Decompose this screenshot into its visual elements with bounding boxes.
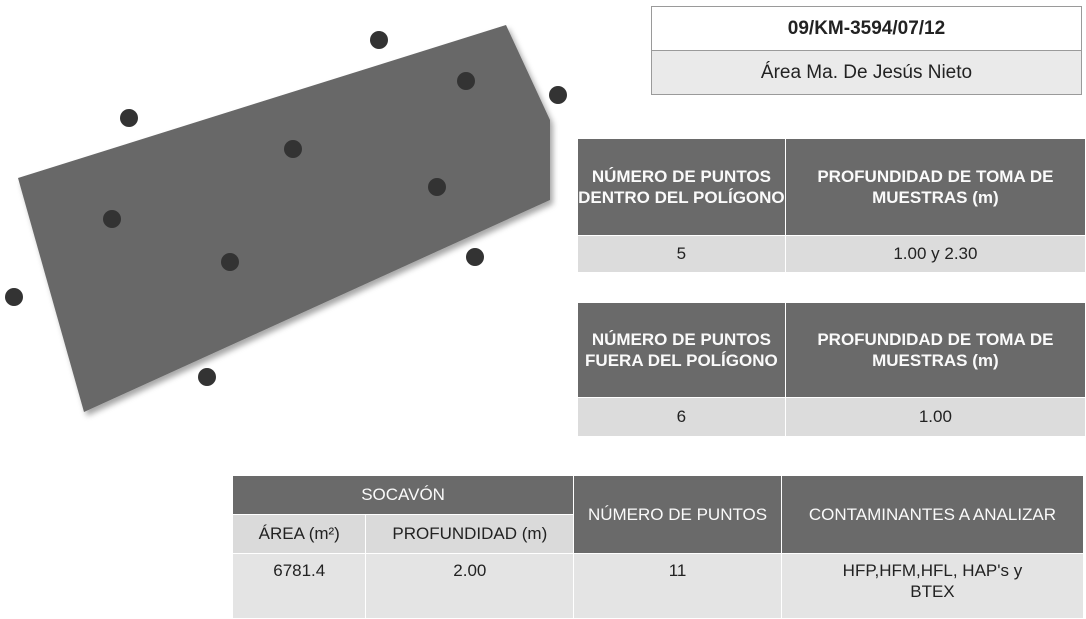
inside-points-table: NÚMERO DE PUNTOS DENTRO DEL POLÍGONO PRO… <box>577 138 1086 273</box>
site-area-name: Área Ma. De Jesús Nieto <box>652 51 1081 94</box>
socavon-points-value: 11 <box>573 553 782 619</box>
polygon-diagram <box>5 25 567 412</box>
site-header: 09/KM-3594/07/12 Área Ma. De Jesús Nieto <box>651 6 1082 95</box>
inside-depth-value: 1.00 y 2.30 <box>784 235 1086 273</box>
outside-points-header: NÚMERO DE PUNTOS FUERA DEL POLÍGONO <box>577 302 786 398</box>
sample-point-outside <box>466 248 484 266</box>
outside-points-table: NÚMERO DE PUNTOS FUERA DEL POLÍGONO PROF… <box>577 302 1086 437</box>
socavon-points-header: NÚMERO DE PUNTOS <box>573 475 782 554</box>
sample-point-outside <box>198 368 216 386</box>
inside-depth-header: PROFUNDIDAD DE TOMA DE MUESTRAS (m) <box>784 138 1086 236</box>
site-code: 09/KM-3594/07/12 <box>652 7 1081 51</box>
socavon-header: SOCAVÓN <box>231 475 575 515</box>
socavon-contaminants-header: CONTAMINANTES A ANALIZAR <box>780 475 1085 554</box>
sample-point-outside <box>549 86 567 104</box>
sample-point-outside <box>5 288 23 306</box>
sample-point-inside <box>221 253 239 271</box>
inside-points-value: 5 <box>577 235 786 273</box>
sample-point-inside <box>103 210 121 228</box>
outside-depth-header: PROFUNDIDAD DE TOMA DE MUESTRAS (m) <box>784 302 1086 398</box>
outside-depth-value: 1.00 <box>784 397 1086 437</box>
outside-points-value: 6 <box>577 397 786 437</box>
socavon-depth-header: PROFUNDIDAD (m) <box>365 514 575 554</box>
socavon-table: SOCAVÓN NÚMERO DE PUNTOS CONTAMINANTES A… <box>231 475 1085 619</box>
sample-point-inside <box>457 72 475 90</box>
socavon-depth-value: 2.00 <box>365 553 575 619</box>
inside-points-header: NÚMERO DE PUNTOS DENTRO DEL POLÍGONO <box>577 138 786 236</box>
socavon-area-header: ÁREA (m²) <box>231 514 367 554</box>
sample-point-inside <box>284 140 302 158</box>
socavon-area-value: 6781.4 <box>231 553 367 619</box>
sample-point-inside <box>428 178 446 196</box>
sample-point-outside <box>370 31 388 49</box>
sampling-polygon <box>18 25 550 412</box>
socavon-contaminants-value: HFP,HFM,HFL, HAP's y BTEX <box>780 553 1085 619</box>
sample-point-outside <box>120 109 138 127</box>
